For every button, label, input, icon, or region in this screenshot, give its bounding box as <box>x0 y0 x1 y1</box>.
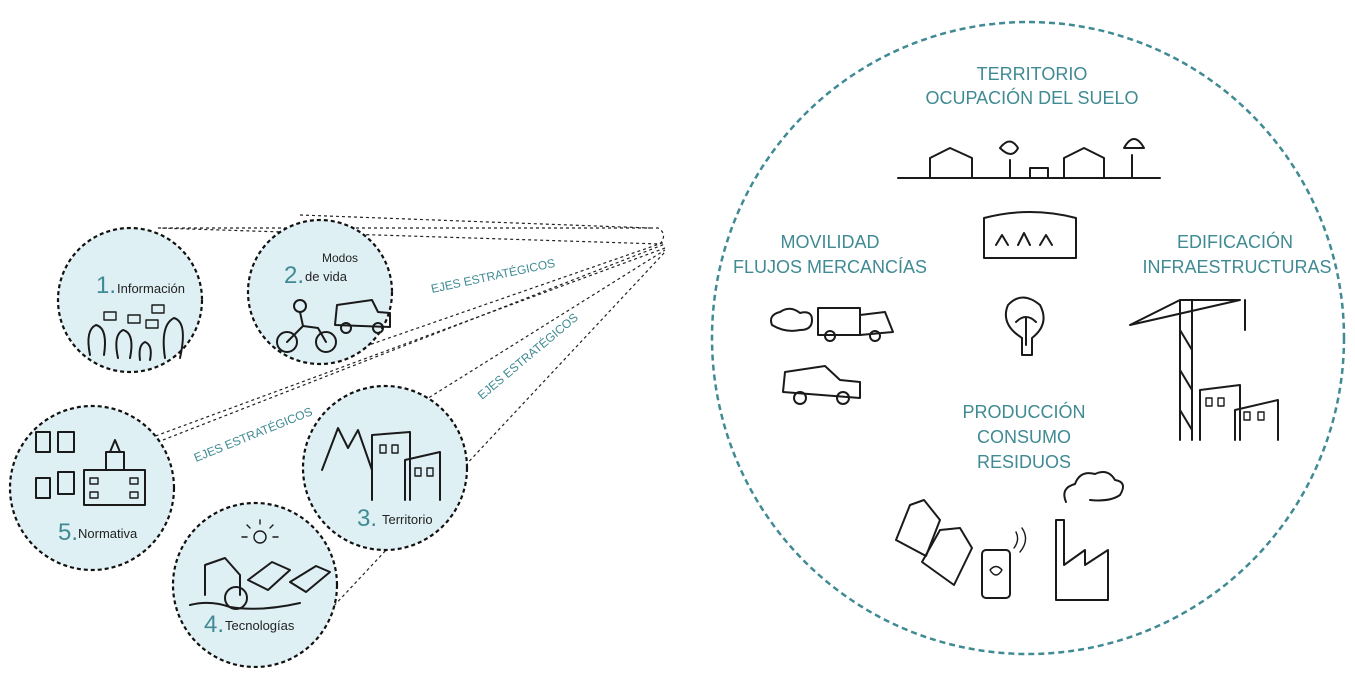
territorio-subtitle: OCUPACIÓN DEL SUELO <box>925 87 1138 108</box>
ejes-label-top: EJES ESTRATÉGICOS <box>430 255 557 296</box>
axis-circle <box>301 384 469 552</box>
axis-number: 5. <box>58 519 78 546</box>
axis-label: Información <box>117 281 185 296</box>
buildings-icon <box>371 431 441 501</box>
truck-icon <box>770 307 894 342</box>
townhall-icon <box>83 439 146 506</box>
ejes-label-middle: EJES ESTRATÉGICOS <box>474 310 581 403</box>
axis-label: Territorio <box>382 512 433 527</box>
car-icon <box>782 365 861 405</box>
edificacion-subtitle: INFRAESTRUCTURAS <box>1142 257 1331 277</box>
axis-modos-de-vida: Modos 2. de vida <box>246 218 394 366</box>
axis-informacion: 1. Información <box>56 226 204 374</box>
factory-icon <box>1055 471 1125 601</box>
bottle-icon <box>895 499 973 586</box>
mountain-icon <box>321 427 373 471</box>
territorio-title: TERRITORIO <box>977 64 1088 84</box>
axis-label-line1: Modos <box>322 251 358 265</box>
ejes-label-bottom: EJES ESTRATÉGICOS <box>192 403 315 464</box>
greenhouse-icon <box>983 211 1077 259</box>
axis-circle <box>56 226 204 374</box>
axis-number: 4. <box>204 611 224 638</box>
phone-icon <box>981 527 1027 599</box>
produccion-subtitle: CONSUMO <box>977 427 1071 447</box>
axis-circle <box>246 218 394 366</box>
crane-icon <box>1129 299 1246 441</box>
buildings-icon <box>1199 384 1279 441</box>
axis-label: Tecnologías <box>225 618 295 633</box>
edificacion-title: EDIFICACIÓN <box>1177 231 1293 252</box>
big-circle-outline <box>710 20 1346 656</box>
axis-circle <box>8 404 176 572</box>
produccion-subtitle-2: RESIDUOS <box>977 452 1071 472</box>
axis-normativa: 5. Normativa <box>8 404 176 572</box>
movilidad-subtitle: FLUJOS MERCANCÍAS <box>733 257 927 277</box>
big-circle: TERRITORIO OCUPACIÓN DEL SUELO MOVILIDAD… <box>710 20 1346 656</box>
axis-territorio: 3. Territorio <box>301 384 469 552</box>
car-icon <box>334 299 391 334</box>
axis-number: 2. <box>284 262 304 289</box>
solar-panel-icon <box>189 557 331 610</box>
houses-icon <box>897 138 1161 179</box>
connector-lines <box>39 214 666 611</box>
axis-number: 3. <box>357 505 377 532</box>
axis-label: Normativa <box>78 526 138 541</box>
produccion-title: PRODUCCIÓN <box>962 401 1085 422</box>
documents-icon <box>35 431 75 499</box>
axis-number: 1. <box>96 272 116 299</box>
axis-circle <box>171 501 339 669</box>
lightbulb-icon <box>1004 296 1045 356</box>
people-icon <box>87 304 184 361</box>
movilidad-title: MOVILIDAD <box>780 232 879 252</box>
sun-icon <box>241 519 279 544</box>
axis-tecnologias: 4. Tecnologías <box>171 501 339 669</box>
cyclist-icon <box>276 299 337 353</box>
axis-label-line2: de vida <box>305 269 348 284</box>
